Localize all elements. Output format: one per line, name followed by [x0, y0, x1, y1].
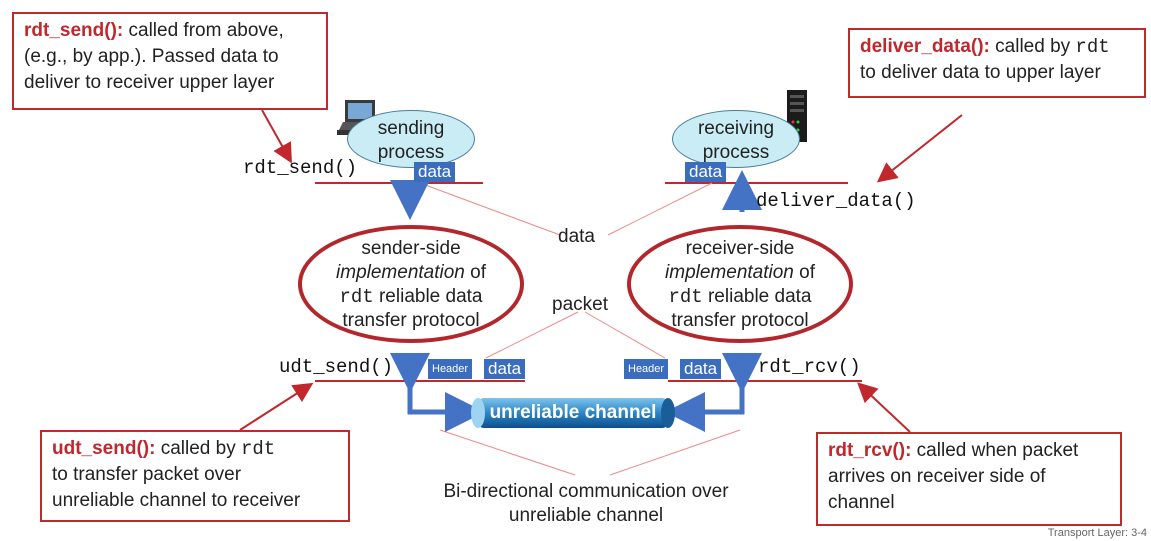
slide-footer: Transport Layer: 3-4 [1047, 527, 1147, 539]
sender-packet-data-tag: data [484, 359, 526, 379]
sender-data-tag: data [414, 162, 456, 182]
unreliable-channel-label: unreliable channel [489, 402, 657, 423]
data-label: data [558, 226, 595, 247]
udt-send-pointer [239, 382, 314, 431]
rdt-send-pointer [261, 109, 292, 164]
rdt-rcv-pointer [857, 382, 911, 433]
sending-process: sending process [347, 110, 475, 168]
receiver-header-tag: Header [624, 359, 669, 379]
rdt-rcv-callout: rdt_rcv(): called when packet arrives on… [816, 432, 1122, 526]
sender-implementation-ellipse: sender-side implementation of rdt reliab… [298, 225, 524, 343]
deliver-data-function: deliver_data() [756, 190, 916, 212]
channel-pipe [478, 398, 668, 428]
callout-heading: udt_send(): [52, 438, 156, 459]
deliver-data-pointer [876, 114, 963, 183]
rdt-rcv-function: rdt_rcv() [758, 356, 861, 378]
callout-heading: rdt_send(): [24, 20, 124, 41]
receiver-implementation-ellipse: receiver-side implementation of rdt reli… [627, 225, 853, 343]
packet-label: packet [552, 294, 608, 315]
udt-send-callout: udt_send(): called by rdt to transfer pa… [40, 430, 350, 522]
rdt-send-callout: rdt_send(): called from above, (e.g., by… [12, 12, 328, 110]
callout-heading: rdt_rcv(): [828, 440, 912, 461]
sender-header-tag: Header [428, 359, 473, 379]
bidirectional-label: Bi-directional communication over unreli… [443, 481, 729, 526]
callout-heading: deliver_data(): [860, 36, 990, 57]
udt-send-function: udt_send() [279, 356, 394, 378]
receiving-process: receiving process [672, 110, 800, 168]
receiver-data-tag: data [685, 162, 727, 182]
receiver-packet-data-tag: data [680, 359, 722, 379]
rdt-send-function: rdt_send() [243, 157, 358, 179]
deliver-data-callout: deliver_data(): called by rdt to deliver… [848, 28, 1146, 98]
